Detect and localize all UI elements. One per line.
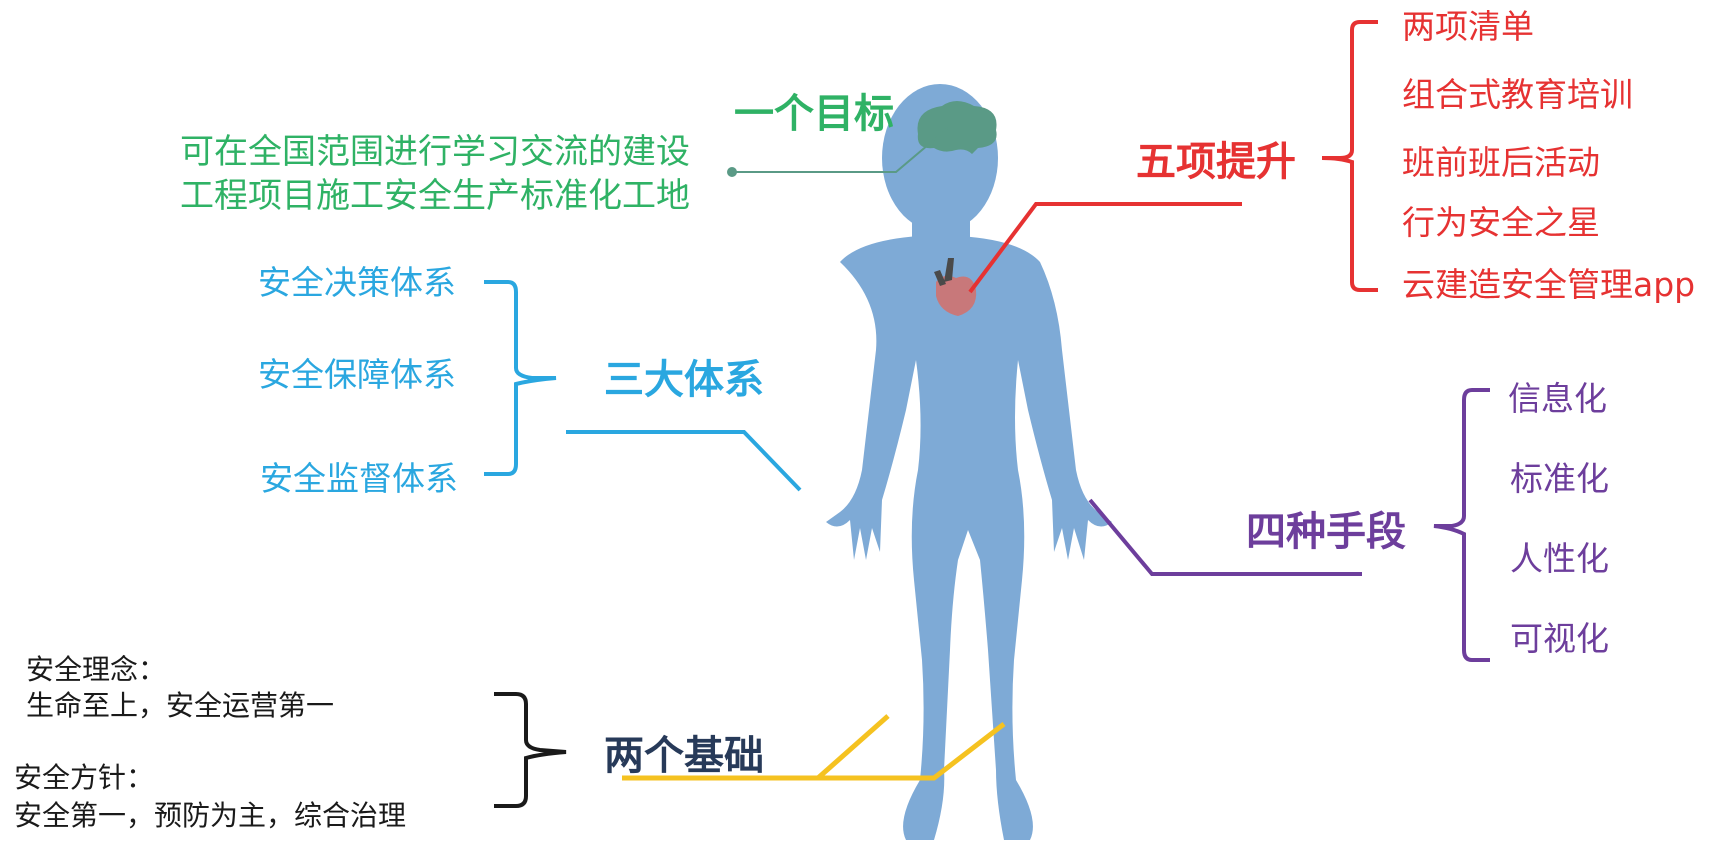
- systems-item-3: 安全监督体系: [260, 459, 458, 498]
- means-bracket: [1433, 388, 1490, 662]
- means-item-4: 可视化: [1510, 619, 1609, 658]
- means-item-3: 人性化: [1510, 539, 1609, 578]
- brain-icon: [917, 101, 997, 154]
- foundations-title: 两个基础: [604, 733, 764, 779]
- upgrades-item-2: 组合式教育培训: [1402, 75, 1633, 114]
- goal-text: 可在全国范围进行学习交流的建设工程项目施工安全生产标准化工地: [180, 132, 690, 216]
- systems-connector: [566, 430, 802, 492]
- foundations-bracket: [494, 692, 567, 808]
- upgrades-item-5: 云建造安全管理app: [1402, 265, 1696, 304]
- goal-title: 一个目标: [734, 91, 894, 137]
- upgrades-item-3: 班前班后活动: [1402, 143, 1600, 182]
- means-item-1: 信息化: [1508, 379, 1607, 418]
- means-connector: [1088, 498, 1362, 576]
- systems-bracket: [484, 280, 557, 476]
- foundations-concept-label: 安全理念：: [26, 653, 167, 686]
- human-figure: [826, 84, 1112, 840]
- upgrades-item-4: 行为安全之星: [1402, 203, 1600, 242]
- systems-item-2: 安全保障体系: [258, 355, 456, 394]
- upgrades-bracket: [1321, 20, 1378, 292]
- goal-connector: [727, 127, 949, 177]
- foundations-concept-text: 生命至上，安全运营第一: [26, 689, 335, 722]
- foundations-policy-label: 安全方针：: [14, 761, 155, 794]
- systems-title: 三大体系: [604, 357, 764, 403]
- upgrades-connector: [968, 202, 1242, 294]
- systems-item-1: 安全决策体系: [258, 263, 456, 302]
- foundations-connector: [622, 714, 1006, 781]
- means-title: 四种手段: [1246, 509, 1406, 555]
- heart-icon: [934, 258, 977, 316]
- means-item-2: 标准化: [1510, 459, 1609, 498]
- upgrades-title: 五项提升: [1136, 139, 1296, 185]
- foundations-policy-text: 安全第一，预防为主，综合治理: [14, 799, 407, 832]
- upgrades-item-1: 两项清单: [1402, 7, 1534, 46]
